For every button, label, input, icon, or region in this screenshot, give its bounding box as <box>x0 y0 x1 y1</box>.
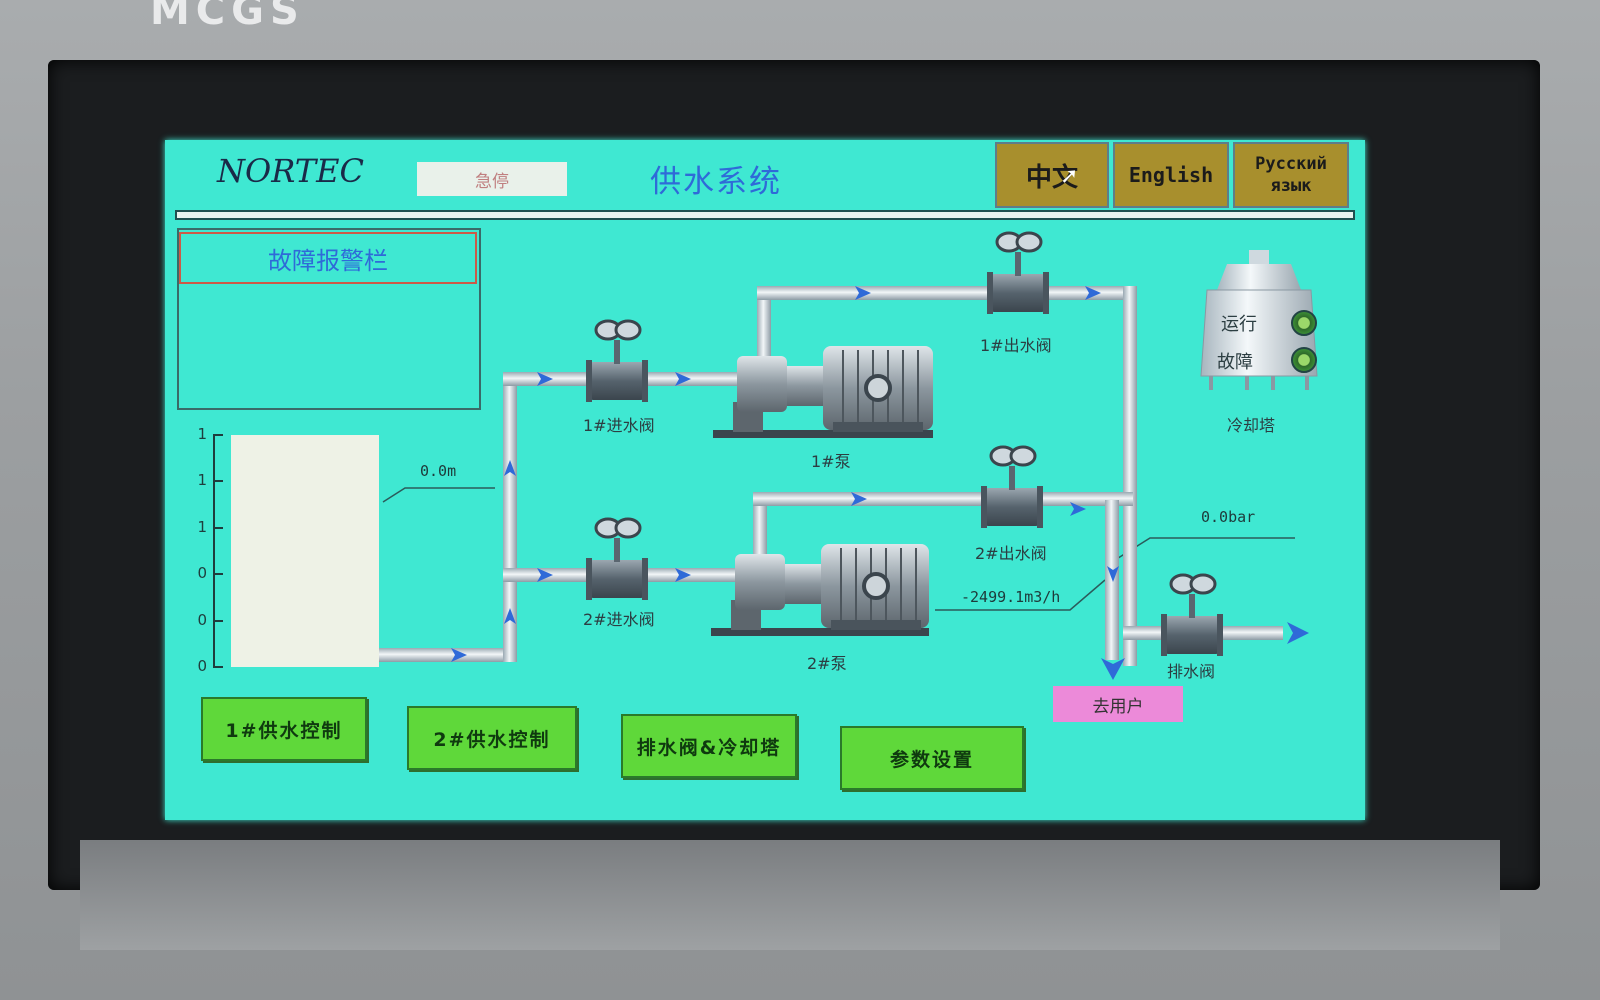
pointer-cursor-icon: ➚ <box>1060 164 1079 189</box>
pump1-discharge-pipe <box>757 286 1137 300</box>
brand-logo: MCGS <box>150 0 305 34</box>
language-chinese-label: 中文 <box>1025 162 1078 193</box>
tank-tick-mark <box>215 666 223 668</box>
pump-2-icon[interactable] <box>711 544 929 636</box>
company-logo: NORTEC <box>217 152 364 190</box>
tank-tick-label: 1 <box>197 425 207 443</box>
flow-arrow-icon <box>851 492 867 506</box>
pump-1-label: 1#泵 <box>811 452 851 471</box>
drain-tower-button[interactable]: 排水阀&冷却塔 <box>621 714 797 778</box>
tower-run-label: 运行 <box>1221 314 1257 335</box>
tank-tick-mark <box>215 526 223 529</box>
cooling-tower-icon[interactable] <box>1200 250 1318 390</box>
pump2-discharge-pipe <box>753 492 1133 506</box>
flow-arrow-icon <box>537 568 553 582</box>
pump2-discharge-riser <box>753 492 767 562</box>
parameter-settings-button[interactable]: 参数设置 <box>840 726 1024 790</box>
tower-run-indicator <box>1291 310 1317 336</box>
supply-1-control-button[interactable]: 1#供水控制 <box>201 697 367 761</box>
tank-tick-mark <box>215 480 223 483</box>
header-divider <box>175 210 1355 220</box>
flow-arrow-icon <box>504 608 516 624</box>
valve-out-1-label: 1#出水阀 <box>980 336 1052 355</box>
tank-tick-label: 1 <box>197 517 207 536</box>
valve-out-2-label: 2#出水阀 <box>975 544 1047 563</box>
tank-tick-mark <box>215 619 223 622</box>
valve-out-1-icon[interactable] <box>987 231 1049 314</box>
tank-tick-label: 0 <box>197 657 207 675</box>
tank-tick-label: 0 <box>197 610 207 629</box>
valve-in-1-label: 1#进水阀 <box>583 416 655 435</box>
fault-alarm-title: 故障报警栏 <box>179 232 477 284</box>
cooling-tower-label: 冷却塔 <box>1227 416 1276 435</box>
flow-arrow-icon <box>1101 658 1125 680</box>
tank-outlet-pipe <box>379 648 517 662</box>
hmi-screen: NORTEC 急停 供水系统 中文 English Русский язык ➚… <box>165 140 1365 820</box>
flow-arrows <box>451 286 1309 680</box>
pump-1-icon[interactable] <box>713 346 933 438</box>
to-user-pipe <box>1105 500 1119 660</box>
language-english-button[interactable]: English <box>1113 142 1229 208</box>
flow-arrow-icon <box>675 372 691 386</box>
fault-alarm-panel <box>177 228 481 410</box>
flow-arrow-icon <box>451 648 467 662</box>
language-english-label: English <box>1128 163 1214 187</box>
tank-tick-mark <box>215 434 223 436</box>
page-title: 供水系统 <box>650 164 782 200</box>
flow-arrow-icon <box>504 460 516 476</box>
pump1-discharge-riser <box>757 286 771 362</box>
flow-reading: -2499.1m3/h <box>961 588 1061 606</box>
flow-leader-line <box>935 579 1106 611</box>
flow-arrow-icon <box>1287 622 1309 644</box>
tank-level-bar <box>231 435 379 667</box>
tower-fault-label: 故障 <box>1217 352 1253 373</box>
valve-in-2-label: 2#进水阀 <box>583 610 655 629</box>
drain-valve-label: 排水阀 <box>1167 662 1216 681</box>
flow-arrow-icon <box>537 372 553 386</box>
pressure-reading: 0.0bar <box>1201 508 1256 526</box>
pump-2-label: 2#泵 <box>807 654 847 673</box>
tank-level-axis <box>213 434 215 668</box>
flow-arrow-icon <box>1085 286 1101 300</box>
bezel-bottom <box>80 840 1500 950</box>
valve-in-1-icon[interactable] <box>586 319 648 402</box>
tank-level-reading: 0.0m <box>420 462 457 480</box>
valve-in-2-icon[interactable] <box>586 517 648 600</box>
language-russian-button[interactable]: Русский язык <box>1233 142 1349 208</box>
flow-arrow-icon <box>855 286 871 300</box>
valve-out-2-icon[interactable] <box>981 445 1043 528</box>
process-schematic <box>379 231 1318 680</box>
flow-arrow-icon <box>675 568 691 582</box>
flow-arrow-icon <box>1107 566 1119 582</box>
supply-2-control-button[interactable]: 2#供水控制 <box>407 706 577 770</box>
language-chinese-button[interactable]: 中文 <box>995 142 1109 208</box>
supply-riser-pipe <box>503 372 517 662</box>
tank-tick-mark <box>215 573 223 576</box>
pressure-leader-line <box>1114 537 1295 561</box>
flow-arrow-icon <box>1070 502 1086 516</box>
level-leader-line <box>382 487 495 503</box>
header-downcomer-right <box>1123 286 1137 666</box>
to-user-button[interactable]: 去用户 <box>1053 686 1183 722</box>
language-russian-label: Русский язык <box>1255 154 1327 196</box>
tower-fault-indicator <box>1291 347 1317 373</box>
emergency-stop-indicator[interactable]: 急停 <box>417 162 567 196</box>
tank-tick-label: 1 <box>197 471 207 490</box>
tank-tick-label: 0 <box>197 564 207 583</box>
drain-valve-icon[interactable] <box>1161 573 1223 656</box>
